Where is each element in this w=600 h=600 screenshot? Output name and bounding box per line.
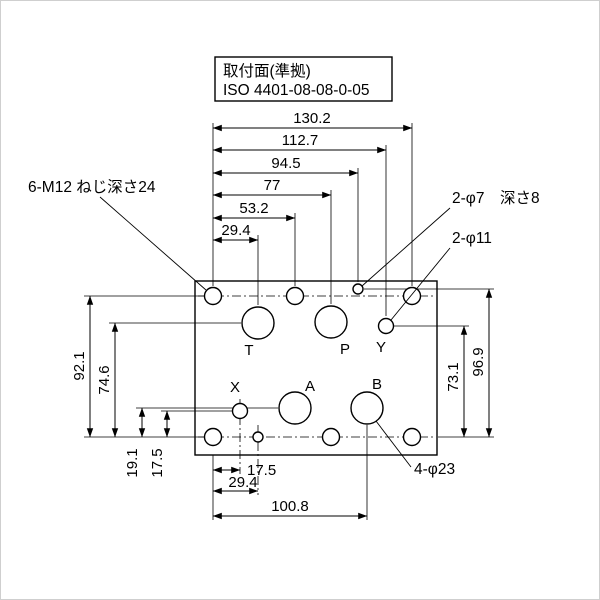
dim-value: 73.1 <box>445 362 462 391</box>
construction-lines <box>84 123 494 520</box>
pin-hole-bottom <box>252 431 264 443</box>
port-a-label: A <box>305 378 315 395</box>
note-2-phi11: 2-φ11 <box>452 230 492 247</box>
dim-value: 112.7 <box>282 132 318 149</box>
leader-line <box>361 207 451 287</box>
leader-line <box>375 420 412 468</box>
port-t-label: T <box>244 342 253 359</box>
bolt-hole-bottom-right <box>402 427 422 447</box>
dim-value: 96.9 <box>470 347 487 376</box>
dim-value: 92.1 <box>71 351 88 380</box>
mounting-plate: T P Y X A B <box>194 280 438 456</box>
bolt-hole-top-middle <box>285 286 305 306</box>
dim-value: 17.5 <box>247 462 276 479</box>
port-b-label: B <box>372 376 382 393</box>
pin-hole-top <box>352 283 364 295</box>
port-x-hole <box>231 402 249 420</box>
bolt-hole-bottom-left <box>203 427 223 447</box>
dim-value: 29.4 <box>228 474 257 491</box>
title-line-1: 取付面(準拠) <box>223 62 311 80</box>
dim-value: 77 <box>264 177 281 194</box>
dim-value: 130.2 <box>293 110 331 127</box>
port-y-hole <box>377 317 395 335</box>
dim-value: 17.5 <box>149 448 166 477</box>
dimensions-right: 73.1 96.9 <box>445 288 493 438</box>
port-y-label: Y <box>376 339 386 356</box>
title-block: 取付面(準拠) ISO 4401-08-08-0-05 <box>214 56 393 102</box>
port-t-hole <box>241 306 275 340</box>
port-x-label: X <box>230 379 240 396</box>
title-line-2: ISO 4401-08-08-0-05 <box>223 82 369 99</box>
dim-value: 19.1 <box>124 448 141 477</box>
plate-outline <box>194 280 438 456</box>
title-box <box>214 56 393 102</box>
note-4-phi23: 4-φ23 <box>414 461 455 478</box>
dimensions-bottom: 17.5 29.4 100.8 <box>212 462 368 520</box>
leader-line <box>99 196 207 291</box>
leader-notes: 6-M12 ねじ深さ24 2-φ7 深さ8 2-φ11 4-φ23 <box>28 178 540 478</box>
dim-value: 94.5 <box>271 155 300 172</box>
leader-line <box>390 247 451 321</box>
note-2-phi7: 2-φ7 深さ8 <box>452 189 540 207</box>
dim-value: 100.8 <box>271 498 309 515</box>
dimensions-left: 92.1 74.6 19.1 17.5 <box>71 295 171 478</box>
bolt-hole-bottom-middle <box>321 427 341 447</box>
note-6-m12: 6-M12 ねじ深さ24 <box>28 178 156 196</box>
port-b-hole <box>350 391 384 425</box>
dim-value: 29.4 <box>221 222 250 239</box>
port-p-hole <box>314 305 348 339</box>
bolt-hole-top-left <box>203 286 223 306</box>
dimensions-top: 130.2 112.7 94.5 77 53.2 29.4 <box>212 110 413 244</box>
dim-value: 74.6 <box>96 365 113 394</box>
dim-value: 53.2 <box>239 200 268 217</box>
port-a-hole <box>278 391 312 425</box>
port-p-label: P <box>340 341 350 358</box>
